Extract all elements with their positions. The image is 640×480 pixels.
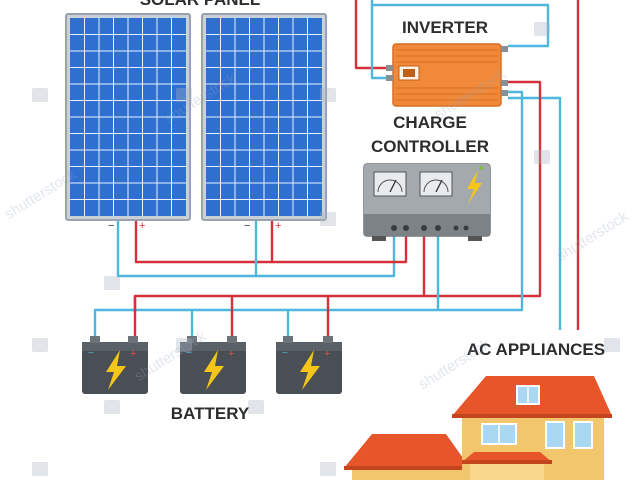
svg-text:+: + [228,348,234,360]
inverter-label: INVERTER [402,18,488,37]
solar-panel-icon [201,13,327,221]
svg-text:+: + [324,348,330,360]
svg-text:−: − [282,348,288,359]
gauge-icon [419,171,453,197]
solar-panel-label: SOLAR PANEL [120,0,280,8]
wire-inverter-red [354,0,393,70]
ac-appliances-label: AC APPLIANCES [466,340,606,359]
wire-inverter-out-blue [93,90,524,340]
gauge-icon [373,171,407,197]
charge-controller-label-line1: CHARGE [393,113,467,132]
lightning-bolt-icon [204,350,224,390]
watermark-marks [32,22,620,476]
battery-icon: − + [82,336,148,394]
svg-text:−: − [186,348,192,359]
battery-icon: − + [276,336,342,394]
svg-text:−: − [88,348,94,359]
inverter-icon [386,43,508,107]
charge-controller-icon [363,163,491,241]
lightning-bolt-icon [106,350,126,390]
wiring [93,0,580,340]
lightning-bolt-icon [300,350,320,390]
svg-text:+: + [130,348,136,360]
solar-panel-icon [65,13,191,221]
battery-label: BATTERY [170,404,250,423]
panel1-positive-mark: + [139,220,145,232]
house-icon [344,376,612,480]
lightning-bolt-icon [467,170,482,204]
wire-ac-blue [508,96,562,330]
panel1-negative-mark: − [108,220,114,232]
charge-controller-label-line2: CONTROLLER [370,137,490,156]
wire-inverter-blue [370,0,550,48]
panel2-negative-mark: − [244,220,250,232]
battery-icon: − + [180,336,246,394]
panel2-positive-mark: + [275,220,281,232]
